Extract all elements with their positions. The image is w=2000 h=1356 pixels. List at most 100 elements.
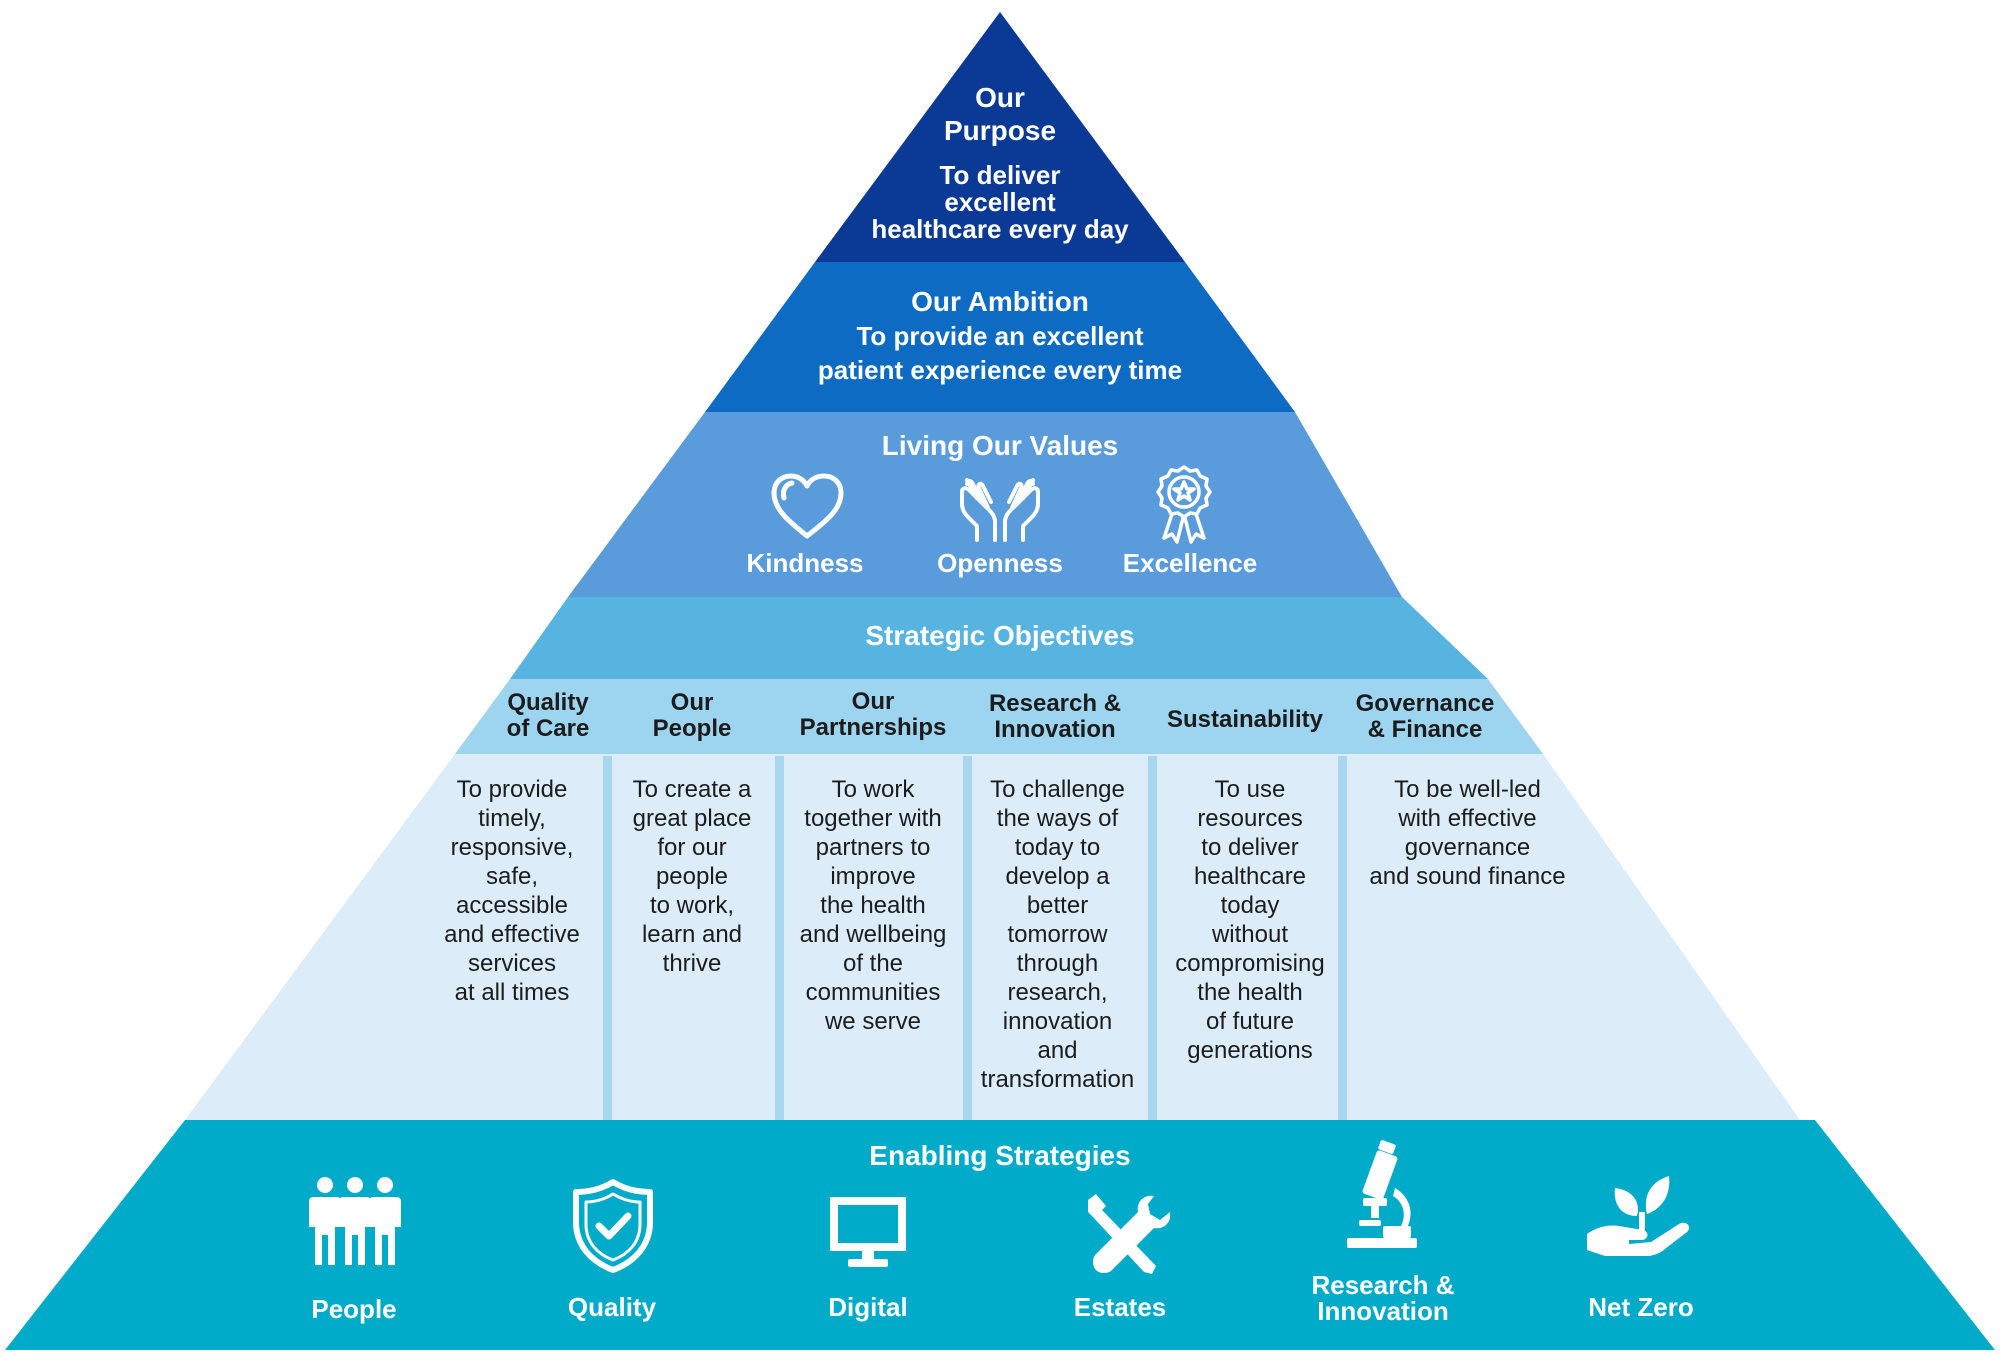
ambition-text-line: To provide an excellent [856,321,1144,351]
column-divider [603,756,612,1120]
enabling-label-line: Research & [1311,1270,1455,1300]
objective-body-line: through [1016,950,1099,977]
objective-title-line: Governance [1355,690,1495,717]
objective-title-line: Sustainability [1166,706,1324,733]
objective-title-governance-finance: Governance & Finance [1340,691,1510,743]
objective-body-line: the ways of [996,805,1119,832]
purpose-title-line: Purpose [943,115,1057,146]
objective-body-line: compromising [1175,950,1325,977]
value-label-excellence: Excellence [1122,548,1258,578]
enabling-band [5,1120,1995,1350]
plant-in-hand-icon [1585,1172,1695,1256]
objective-title-line: Our [670,689,714,716]
objective-title-line: & Finance [1367,716,1483,743]
monitor-icon [828,1195,908,1269]
objective-body-line: resources [1197,805,1303,832]
column-divider [1338,756,1347,1120]
objective-body-line: governance [1404,834,1531,861]
column-divider [1148,756,1157,1120]
objective-title-line: People [652,715,732,742]
heart-icon [770,472,845,540]
objective-body-line: with effective [1398,805,1537,832]
objective-body-line: improve [830,863,916,890]
objective-body-line: To be well-led [1394,776,1541,803]
objective-column-dividers [603,756,1347,1120]
purpose-title-line: Our [975,82,1025,113]
objective-body-line: responsive, [450,834,574,861]
objective-body-line: the health [1197,979,1303,1006]
objective-body-line: To challenge [990,776,1125,803]
purpose-text-line: To deliver [939,160,1061,190]
objective-body-line: of future [1205,1008,1295,1035]
ambition-band [705,262,1295,412]
enabling-label-digital: Digital [828,1292,908,1322]
objective-body-line: to deliver [1201,834,1299,861]
objective-title-research-innovation: Research & Innovation [970,691,1140,743]
objective-body-line: develop a [1005,863,1110,890]
objective-body-line: we serve [824,1008,922,1035]
value-label-kindness: Kindness [746,548,864,578]
objective-body-line: safe, [485,863,539,890]
values-title: Living Our Values [881,430,1119,461]
shield-check-icon [572,1178,654,1274]
objective-body-line: accessible [455,892,569,919]
column-divider [963,756,972,1120]
objectives-header-band [510,597,1488,679]
objective-title-sustainability: Sustainability [1150,707,1340,733]
objective-body-line: for our [657,834,727,861]
objective-body-line: tomorrow [1007,921,1108,948]
objective-body-line: and effective [444,921,580,948]
objective-body-line: great place [632,805,752,832]
objective-body-line: timely, [478,805,546,832]
objective-body-line: transformation [980,1066,1135,1093]
objective-body-line: learn and [641,921,743,948]
objective-body-line: To work [831,776,915,803]
objective-titles-band [455,679,1543,754]
purpose-text-line: healthcare every day [871,214,1129,244]
objective-title-line: Research & [988,690,1122,717]
enabling-label-research-innovation: Research & Innovation [1273,1272,1493,1324]
objective-body-line: people [655,863,729,890]
objective-title-quality-of-care: Quality of Care [468,690,628,742]
enabling-label-people: People [311,1294,397,1324]
objective-title-line: Partnerships [799,714,947,741]
objectives-title: Strategic Objectives [865,620,1135,651]
objective-body-line: at all times [454,979,570,1006]
objective-body-line: together with [804,805,942,832]
enabling-title: Enabling Strategies [869,1140,1131,1171]
purpose-text-line: excellent [944,187,1056,217]
objective-title-our-people: Our People [612,690,772,742]
objective-body-line: To provide [456,776,568,803]
objective-body-line: today to [1014,834,1101,861]
objective-title-our-partnerships: Our Partnerships [783,689,963,741]
objective-body-line: innovation [1002,1008,1113,1035]
objective-body-line: services [467,950,557,977]
objective-body-line: To use [1214,776,1286,803]
enabling-label-quality: Quality [567,1292,657,1322]
award-rosette-icon [1152,464,1216,546]
objective-body-line: To create a [632,776,752,803]
objective-title-line: of Care [506,715,590,742]
objective-title-line: Quality [507,689,589,716]
objective-body-line: and [1037,1037,1078,1064]
objective-body-line: to work, [649,892,735,919]
objective-body-line: of the [842,950,904,977]
column-divider [775,756,784,1120]
objective-body-line: partners to [815,834,931,861]
objective-body-line: the health [820,892,926,919]
ambition-text-line: patient experience every time [817,355,1183,385]
objective-body-line: and wellbeing [799,921,947,948]
ambition-title: Our Ambition [911,286,1089,317]
enabling-label-line: Innovation [1317,1296,1449,1326]
objective-body-line: thrive [662,950,722,977]
value-label-openness: Openness [937,548,1063,578]
objective-body-line: generations [1187,1037,1313,1064]
objective-title-line: Innovation [994,716,1116,743]
objective-body-line: without [1211,921,1289,948]
